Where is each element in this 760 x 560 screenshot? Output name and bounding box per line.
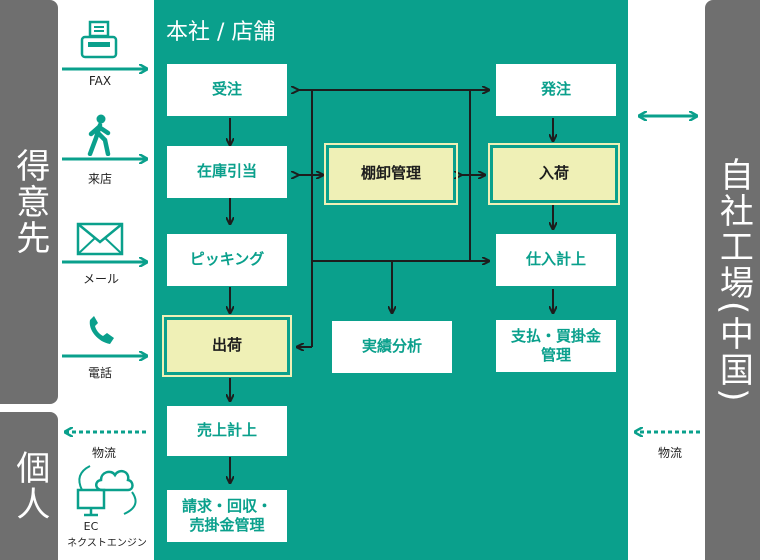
billing-label: 請求・回収・売掛金管理 bbox=[181, 496, 272, 535]
receiving-label: 入荷 bbox=[538, 164, 569, 183]
ec-sync-arrow-right bbox=[123, 491, 137, 515]
sales-posting-label: 売上計上 bbox=[196, 421, 257, 440]
payment-label: 支払・買掛金管理 bbox=[510, 326, 601, 365]
ec-label: EC bbox=[83, 520, 99, 533]
billing-box: 請求・回収・売掛金管理 bbox=[167, 490, 287, 542]
order-receipt-box: 受注 bbox=[167, 64, 287, 116]
purchase-posting-box: 仕入計上 bbox=[496, 234, 616, 286]
shipping-label: 出荷 bbox=[211, 336, 242, 355]
envelope-icon bbox=[76, 222, 124, 260]
computer-monitor-icon bbox=[76, 488, 106, 522]
ec-sync-arrow-left bbox=[78, 465, 91, 491]
picking-box: ピッキング bbox=[167, 234, 287, 286]
own-factory-sidebar: 自社工場(中国) bbox=[705, 0, 760, 560]
performance-analysis-label: 実績分析 bbox=[361, 337, 422, 356]
inventory-management-label: 棚卸管理 bbox=[360, 164, 421, 183]
purchase-posting-label: 仕入計上 bbox=[525, 250, 586, 269]
phone-icon bbox=[84, 314, 120, 352]
panel-title: 本社 / 店舗 bbox=[166, 20, 276, 45]
store-label: 来店 bbox=[87, 172, 112, 186]
inventory-allocation-label: 在庫引当 bbox=[196, 162, 257, 181]
cloud-icon bbox=[92, 464, 136, 498]
ec-engine-label: ネクストエンジン bbox=[67, 538, 147, 549]
ordering-label: 発注 bbox=[540, 80, 571, 99]
performance-analysis-box: 実績分析 bbox=[332, 321, 452, 373]
receiving-box: 入荷 bbox=[488, 143, 620, 205]
order-receipt-label: 受注 bbox=[211, 80, 242, 99]
inventory-management-box: 棚卸管理 bbox=[324, 143, 458, 205]
mail-label: メール bbox=[82, 272, 119, 286]
sales-posting-box: 売上計上 bbox=[167, 406, 287, 456]
shipping-box: 出荷 bbox=[162, 315, 292, 377]
inventory-allocation-box: 在庫引当 bbox=[167, 146, 287, 198]
picking-label: ピッキング bbox=[189, 250, 265, 269]
logistics-in-label: 物流 bbox=[657, 446, 682, 460]
ordering-box: 発注 bbox=[496, 64, 616, 116]
customer-label: 得意先 bbox=[9, 148, 50, 256]
customer-sidebar: 得意先 bbox=[0, 0, 58, 404]
phone-label: 電話 bbox=[87, 366, 112, 380]
fax-icon bbox=[80, 20, 118, 64]
own-factory-label: 自社工場(中国) bbox=[713, 156, 754, 404]
logistics-out-label: 物流 bbox=[91, 446, 116, 460]
fax-label: FAX bbox=[88, 74, 112, 88]
individual-sidebar: 個人 bbox=[0, 412, 58, 560]
walking-person-icon bbox=[86, 114, 114, 160]
individual-label: 個人 bbox=[9, 450, 50, 522]
payment-box: 支払・買掛金管理 bbox=[496, 320, 616, 372]
